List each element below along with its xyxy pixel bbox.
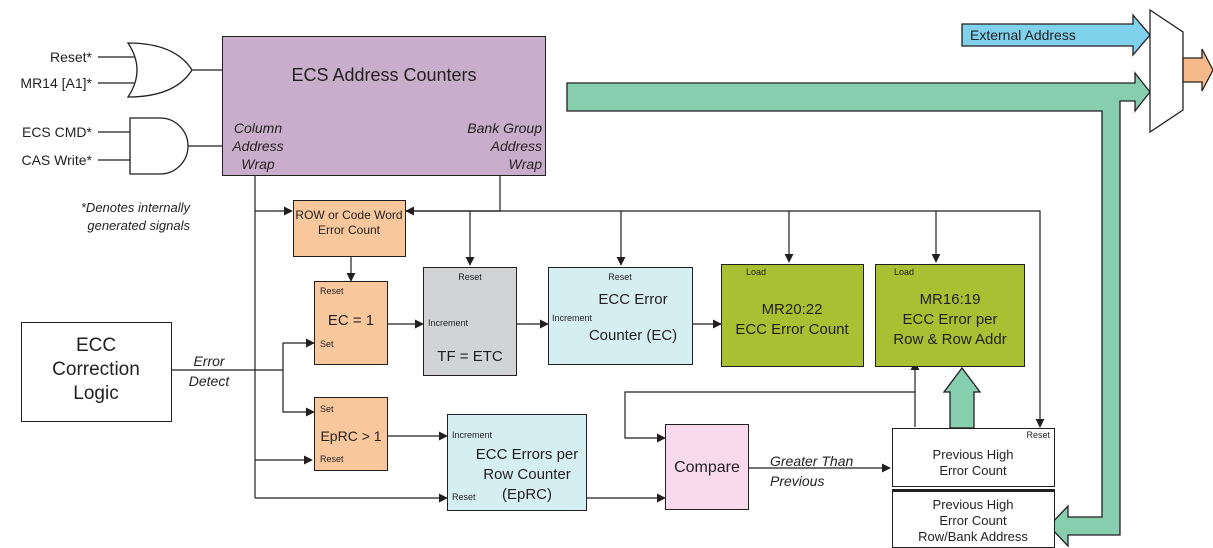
compare-label: Compare (674, 459, 740, 476)
ecs-address-counters-title: ECS Address Counters (291, 65, 477, 85)
reset-input-label: Reset* (49, 49, 92, 65)
tf-reset-port: Reset (458, 272, 482, 282)
mr16-19-line2: ECC Error per (902, 311, 998, 328)
external-address-arrow (961, 13, 1151, 57)
mr16-19-line3: Row & Row Addr (893, 331, 1007, 348)
eprc-counter-reset-port: Reset (452, 492, 476, 502)
mr16-19-load-port: Load (893, 267, 915, 277)
mr20-22-line2: ECC Error Count (735, 321, 849, 338)
address-bus (566, 71, 1151, 548)
eprc-counter-increment-port: Increment (452, 430, 493, 440)
ecs-cmd-input-label: ECS CMD* (21, 124, 92, 140)
mr16-19-register (875, 264, 1025, 367)
mr20-22-register (721, 264, 864, 367)
ec-equals-1-box (314, 281, 388, 365)
ec-set-port: Set (320, 339, 334, 349)
row-error-count-label: ROW or Code Word Error Count (295, 208, 403, 237)
eprc-counter (447, 414, 587, 511)
ecc-correction-logic (21, 322, 172, 422)
cas-write-input-label: CAS Write* (21, 152, 92, 168)
tf-increment-port: Increment (428, 318, 469, 328)
eprc-reset-port: Reset (320, 454, 344, 464)
bank-group-address-wrap-label: Bank Group Address Wrap (467, 120, 542, 172)
previous-high-reset-port: Reset (1026, 430, 1050, 440)
or-gate (126, 42, 193, 98)
previous-high-address-label: Previous High Error Count Row/Bank Addre… (918, 497, 1028, 544)
eprc-counter-label: ECC Errors per Row Counter (EpRC) (475, 446, 579, 503)
eprc-value: EpRC > 1 (320, 428, 382, 444)
and-gate (129, 117, 189, 175)
compare-block (665, 424, 749, 510)
mr16-19-line1: MR16:19 (919, 291, 981, 308)
previous-high-error-count (892, 428, 1055, 487)
ecc-counter-reset-port: Reset (608, 272, 632, 282)
ecc-error-counter (548, 267, 693, 365)
mr14-input-label: MR14 [A1]* (20, 75, 92, 91)
ecc-counter-increment-port: Increment (552, 313, 593, 323)
address-mux (1149, 8, 1184, 134)
mr20-22-line1: MR20:22 (761, 301, 823, 318)
mr20-22-load-port: Load (745, 267, 767, 277)
ec-value: EC = 1 (327, 312, 375, 329)
ecc-counter-line1: ECC Error (598, 291, 668, 308)
tf-etc-box (423, 267, 517, 376)
eprc-greater-1-box (314, 397, 388, 471)
footnote: *Denotes internally generated signals (80, 200, 190, 233)
ecc-correction-logic-label: ECC Correction Logic (52, 335, 140, 404)
ecs-address-counters (222, 36, 546, 176)
ecc-counter-line2: Counter (EC) (588, 327, 678, 344)
mux-output-arrow (1182, 48, 1213, 92)
previous-high-address (892, 489, 1055, 548)
ec-reset-port: Reset (320, 286, 344, 296)
column-address-wrap-label: Column Address Wrap (232, 120, 284, 172)
external-address-label: External Address (970, 27, 1076, 43)
tf-value: TF = ETC (437, 348, 503, 365)
greater-than-previous-label: Greater Than Previous (770, 453, 854, 489)
previous-high-label: Previous High Error Count (932, 447, 1014, 478)
bus-up-arrow (942, 366, 982, 429)
eprc-set-port: Set (320, 404, 334, 414)
error-detect-label: Error Detect (188, 353, 230, 389)
row-error-count-box (293, 200, 406, 257)
